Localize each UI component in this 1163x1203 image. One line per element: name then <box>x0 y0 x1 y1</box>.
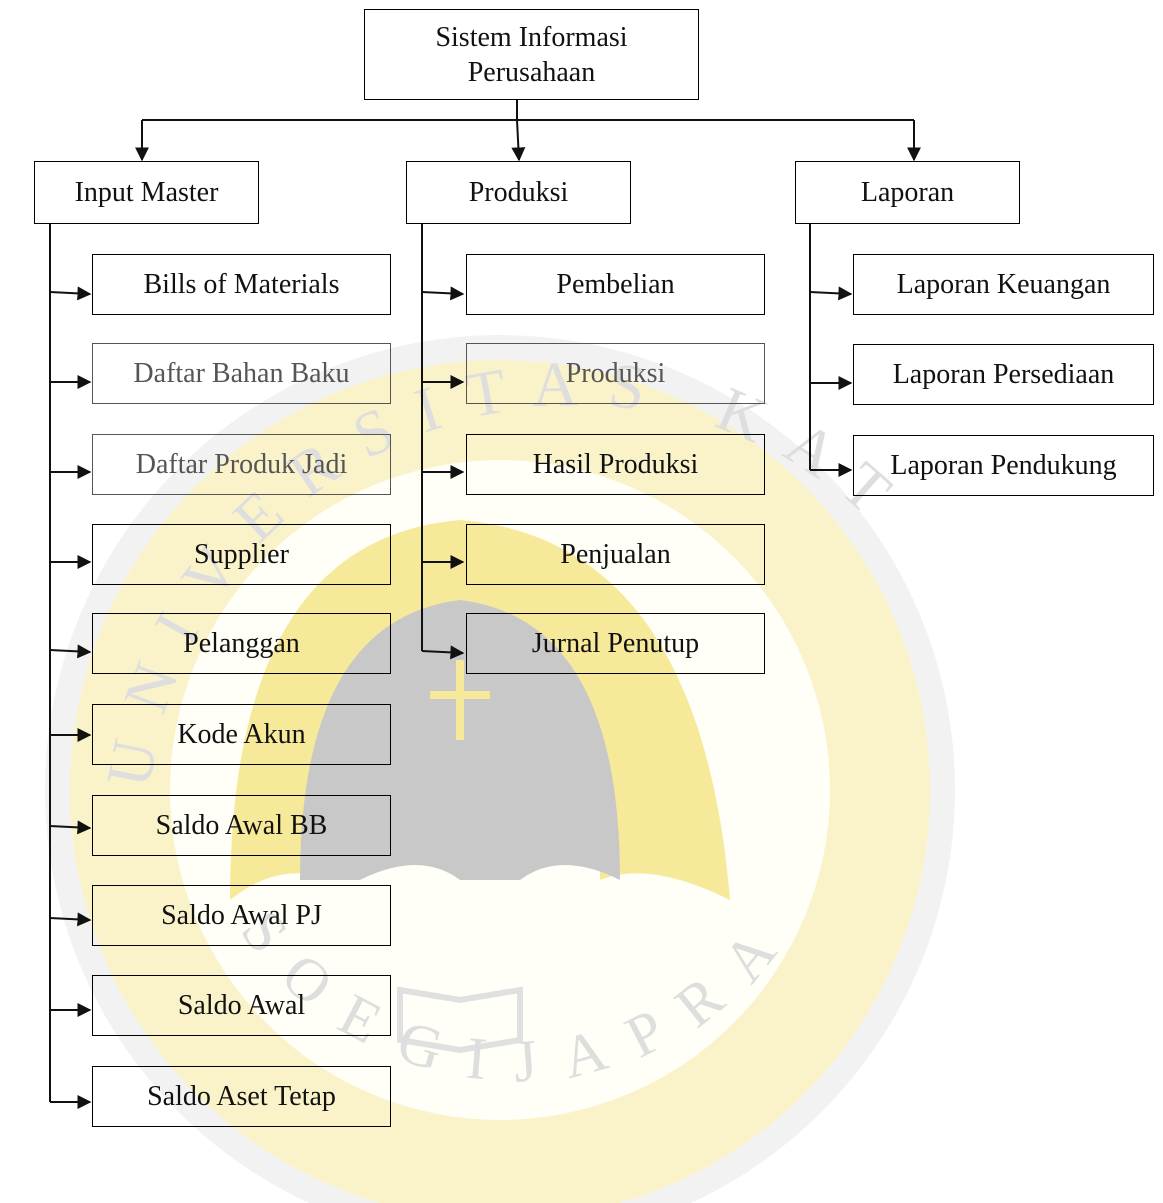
root-title-line2: Perusahaan <box>467 56 596 88</box>
node-saldo-awal-pj: Saldo Awal PJ <box>92 885 391 946</box>
node-input-master: Input Master <box>34 161 259 224</box>
root-title-line1: Sistem Informasi <box>435 21 628 53</box>
node-saldo-awal: Saldo Awal <box>92 975 391 1036</box>
node-produksi-child: Produksi <box>466 343 765 404</box>
cross-icon <box>430 660 490 740</box>
node-daftar-produk-jadi: Daftar Produk Jadi <box>92 434 391 495</box>
node-laporan-pendukung: Laporan Pendukung <box>853 435 1154 496</box>
node-saldo-awal-bb: Saldo Awal BB <box>92 795 391 856</box>
node-laporan-keuangan: Laporan Keuangan <box>853 254 1154 315</box>
book-icon <box>397 986 523 1054</box>
node-jurnal-penutup: Jurnal Penutup <box>466 613 765 674</box>
node-laporan-persediaan: Laporan Persediaan <box>853 344 1154 405</box>
node-hasil-produksi: Hasil Produksi <box>466 434 765 495</box>
node-pelanggan: Pelanggan <box>92 613 391 674</box>
node-supplier: Supplier <box>92 524 391 585</box>
node-daftar-bahan-baku: Daftar Bahan Baku <box>92 343 391 404</box>
root-node: Sistem Informasi Perusahaan <box>364 9 699 100</box>
node-laporan: Laporan <box>795 161 1020 224</box>
node-kode-akun: Kode Akun <box>92 704 391 765</box>
node-saldo-aset-tetap: Saldo Aset Tetap <box>92 1066 391 1127</box>
node-pembelian: Pembelian <box>466 254 765 315</box>
node-penjualan: Penjualan <box>466 524 765 585</box>
node-bills-of-materials: Bills of Materials <box>92 254 391 315</box>
node-produksi: Produksi <box>406 161 631 224</box>
